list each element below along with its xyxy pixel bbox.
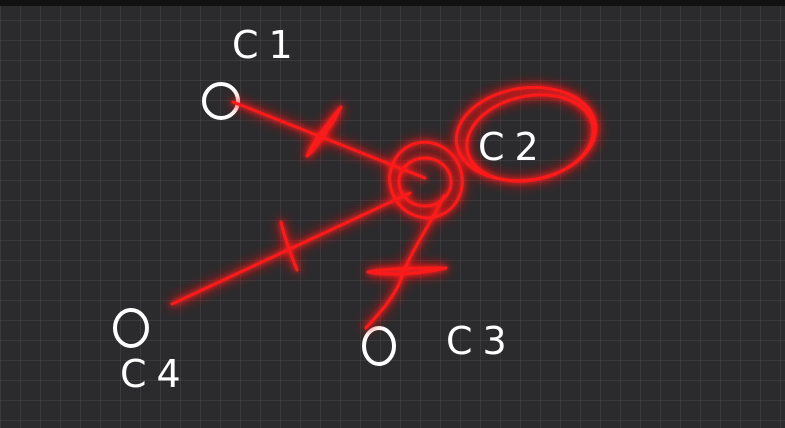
highlight-group [170,85,598,330]
label-c4: C4 [120,352,191,396]
edge-c3-c2 [364,194,446,330]
node-c1-circle [202,82,240,120]
central-circle-inner [397,156,453,208]
central-circle-outer [388,140,464,220]
label-c3: C3 [446,319,517,363]
edge-c1-c2 [231,100,427,180]
label-c2: C2 [478,125,549,169]
node-c4-circle [113,308,149,348]
top-edge-bar [0,0,785,6]
edge-c3-c2-mark [366,266,448,276]
label-c1: C1 [232,23,303,67]
edge-c4-c2 [170,191,412,306]
node-c3-circle [362,326,396,366]
node-c2-circle-overdraw [465,93,595,183]
edge-c4-c2-mark [279,220,299,272]
edge-c1-c2-mark [305,105,343,158]
